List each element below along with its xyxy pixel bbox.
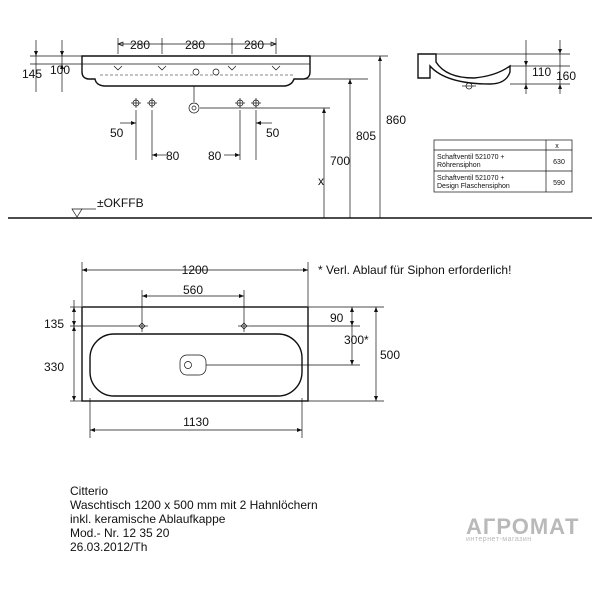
caption-line-3: inkl. keramische Ablaufkappe — [70, 512, 226, 526]
watermark-sub: интернет-магазин — [466, 536, 532, 543]
plan-view: 1200 560 135 330 90 300* 500 — [44, 262, 511, 438]
basin-front-outline — [81, 55, 311, 87]
plan-width-1200: 1200 — [182, 263, 209, 277]
caption-line-2: Waschtisch 1200 x 500 mm mit 2 Hahnlöche… — [70, 498, 318, 512]
plan-left-135: 135 — [44, 317, 64, 331]
height-805: 805 — [356, 129, 376, 143]
watermark-brand: АГРОМАТ — [466, 514, 580, 539]
floor-label: ±OKFFB — [97, 196, 144, 210]
plan-drain-cap — [179, 354, 207, 376]
caption-line-4: Mod.- Nr. 12 35 20 — [70, 526, 170, 540]
row1-label-line2: Röhrensiphon — [437, 162, 481, 169]
siphon-table: x Schaftventil 521070 + Röhrensiphon 630… — [433, 139, 573, 193]
spacing-dim-1: 280 — [130, 38, 150, 52]
side-elevation: 110 160 — [417, 40, 576, 94]
watermark: АГРОМАТ интернет-магазин — [466, 514, 579, 543]
offset-50-left: 50 — [110, 126, 124, 140]
row1-value: 630 — [553, 159, 565, 166]
height-860: 860 — [386, 113, 406, 127]
vertical-height-dimension — [200, 55, 388, 218]
side-dim-110: 110 — [532, 65, 551, 79]
offset-80-left: 80 — [166, 149, 180, 163]
left-height-dimension — [30, 40, 82, 92]
plan-outline — [81, 306, 309, 402]
tap-connections — [131, 98, 261, 108]
plan-bottom-1130: 1130 — [183, 415, 209, 429]
plan-tap-holes — [136, 320, 250, 332]
spacing-dim-3: 280 — [244, 38, 264, 52]
side-dim-160: 160 — [556, 69, 576, 83]
row2-value: 590 — [553, 180, 565, 187]
plan-left-330: 330 — [44, 360, 64, 374]
plan-right-500: 500 — [380, 348, 400, 362]
offset-80-right: 80 — [208, 149, 222, 163]
side-profile — [417, 53, 511, 85]
offset-50-right: 50 — [266, 126, 280, 140]
floor-marker-icon — [71, 208, 83, 218]
height-145: 145 — [22, 67, 42, 81]
height-700: 700 — [330, 154, 350, 168]
tap-offset-dimension — [120, 110, 272, 160]
drain-circle — [188, 102, 200, 114]
plan-tap-spacing-560: 560 — [183, 283, 203, 297]
rim-hole-markers — [113, 65, 281, 76]
plan-right-300: 300* — [344, 333, 369, 347]
front-elevation: 280 280 280 145 100 — [8, 38, 592, 219]
row1-label-line1: Schaftventil 521070 + — [437, 154, 505, 161]
plan-right-90: 90 — [330, 311, 344, 325]
siphon-note: * Verl. Ablauf für Siphon erforderlich! — [318, 263, 511, 277]
spacing-dim-2: 280 — [185, 38, 205, 52]
row2-label-line2: Design Flaschensiphon — [437, 183, 510, 190]
height-100: 100 — [50, 63, 70, 77]
caption-line-5: 26.03.2012/Th — [70, 540, 148, 554]
table-header: x — [555, 143, 559, 150]
product-caption: Citterio Waschtisch 1200 x 500 mm mit 2 … — [70, 484, 318, 554]
caption-line-1: Citterio — [70, 484, 109, 498]
top-spacing-dimension — [117, 38, 277, 54]
x-label: x — [318, 174, 324, 188]
row2-label-line1: Schaftventil 521070 + — [437, 175, 505, 182]
